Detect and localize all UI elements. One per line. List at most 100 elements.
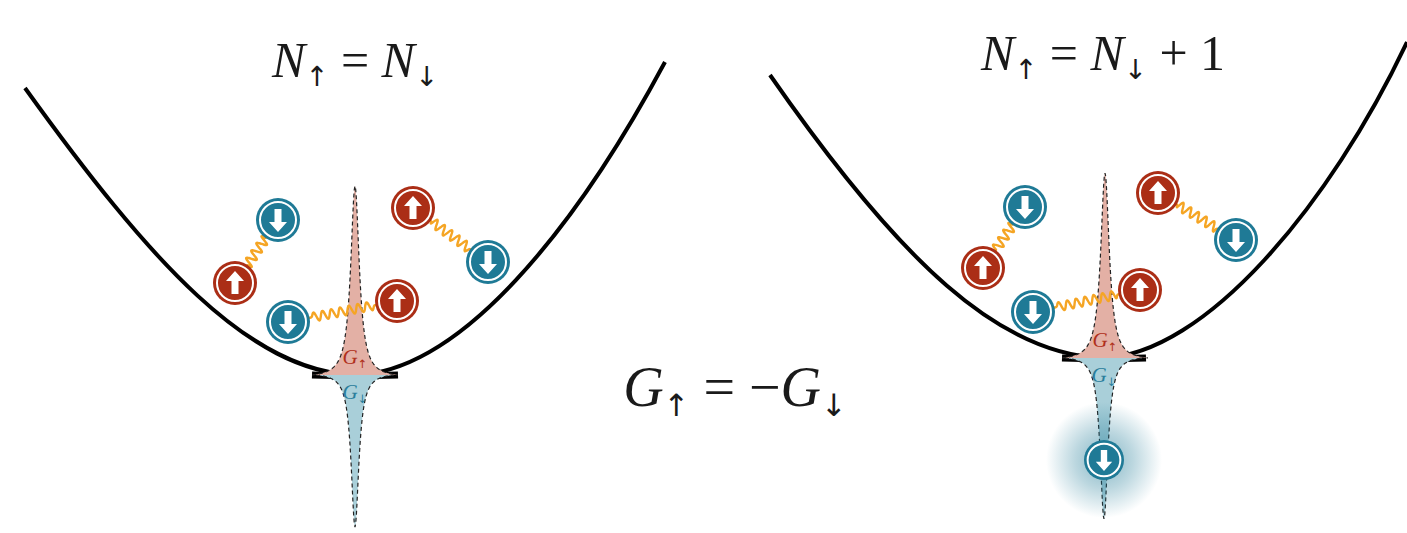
atom-ring	[1218, 222, 1254, 258]
distribution-label: G↓	[1092, 364, 1117, 389]
glyph: ↑	[1108, 340, 1118, 354]
glyph: N	[382, 32, 415, 88]
peak-outline	[312, 186, 398, 375]
atom-body	[1214, 218, 1258, 262]
spin-up-peak: G↑	[1062, 172, 1148, 358]
atom-ring	[1088, 444, 1121, 477]
atom-ring	[1122, 272, 1158, 308]
pairing-spring	[308, 302, 378, 320]
spin-arrow	[226, 271, 244, 294]
distribution-label: G↑	[343, 346, 368, 371]
glyph: ↓	[415, 60, 438, 92]
glyph: ↓	[1107, 375, 1117, 389]
glyph	[1188, 25, 1201, 81]
spin-up-atom	[1136, 171, 1180, 215]
glyph	[735, 356, 749, 418]
spin-down-atom	[256, 198, 300, 242]
glyph: ↑	[1014, 53, 1037, 85]
spin-up-atom	[375, 279, 419, 323]
glyph: N	[981, 25, 1014, 81]
atom-body	[391, 186, 435, 230]
spin-arrow	[279, 311, 297, 334]
spin-up-atom	[961, 246, 1005, 290]
spin-down-atom	[1084, 440, 1124, 480]
trap-potential	[770, 42, 1407, 358]
pairing-spring	[993, 223, 1014, 252]
spin-arrow	[1149, 181, 1167, 204]
atom-body	[375, 279, 419, 323]
atom-body	[1118, 268, 1162, 312]
glyph: G	[1093, 328, 1108, 352]
glyph: G	[781, 356, 821, 418]
atom-body	[1003, 185, 1047, 229]
spin-arrow	[479, 251, 497, 274]
glyph: +	[1159, 25, 1187, 81]
spin-arrow	[1016, 196, 1034, 219]
spin-up-peak: G↑	[312, 185, 398, 375]
atom-ring	[217, 265, 253, 301]
spin-arrow	[1024, 301, 1042, 324]
glyph	[1037, 25, 1050, 81]
peak-outline	[1062, 173, 1148, 358]
glyph: ↑	[664, 387, 690, 423]
spin-up-atom	[213, 261, 257, 305]
relation-equation: G↑ = −G↓	[623, 357, 847, 424]
pairing-spring	[246, 236, 267, 267]
atom-body	[1136, 171, 1180, 215]
glyph: =	[1050, 25, 1078, 81]
atom-ring	[470, 244, 506, 280]
peak-fill	[316, 375, 394, 527]
glyph: −	[749, 356, 781, 418]
glyph	[328, 32, 341, 88]
atom-body	[213, 261, 257, 305]
atom-ring	[1015, 294, 1051, 330]
spin-arrow	[1096, 450, 1112, 471]
atom-body	[256, 198, 300, 242]
peak-fill	[1062, 173, 1148, 358]
glyph: =	[341, 32, 369, 88]
glyph: ↓	[358, 392, 368, 406]
atom-ring	[965, 250, 1001, 286]
glyph: ↓	[821, 387, 847, 423]
atom-body	[1084, 440, 1124, 480]
glyph: N	[272, 32, 305, 88]
spin-up-atom	[1118, 268, 1162, 312]
atom-body	[266, 300, 310, 344]
glyph	[689, 356, 703, 418]
peak-outline	[316, 375, 394, 527]
spin-arrow	[1131, 278, 1149, 301]
glyph: N	[1091, 25, 1124, 81]
atom-ring	[1007, 189, 1043, 225]
pairing-spring	[429, 220, 472, 252]
spin-arrow	[974, 256, 992, 279]
spin-arrow	[388, 289, 406, 312]
spin-down-atom	[466, 240, 510, 284]
particles	[213, 171, 1258, 518]
trap-potential	[25, 62, 665, 375]
spin-up-atom	[391, 186, 435, 230]
spin-down-atom	[1214, 218, 1258, 262]
atom-body	[961, 246, 1005, 290]
particle-count-equation: N↑ = N↓ + 1	[981, 26, 1225, 85]
glyph: ↑	[305, 60, 328, 92]
spin-down-atom	[1003, 185, 1047, 229]
glyph: ↓	[1124, 53, 1147, 85]
distribution-label: G↓	[343, 381, 368, 406]
spin-down-atom	[1011, 290, 1055, 334]
atom-glow	[1046, 402, 1162, 518]
pairing-spring	[1175, 203, 1219, 232]
atom-body	[466, 240, 510, 284]
glyph: =	[703, 356, 735, 418]
spin-down-atom	[266, 300, 310, 344]
atom-body	[1011, 290, 1055, 334]
atom-ring	[379, 283, 415, 319]
glyph: G	[623, 356, 663, 418]
pairing-spring	[1053, 291, 1121, 310]
glyph	[369, 32, 382, 88]
atom-ring	[260, 202, 296, 238]
spin-down-peak: G↓	[316, 375, 394, 528]
spin-arrow	[269, 209, 287, 232]
